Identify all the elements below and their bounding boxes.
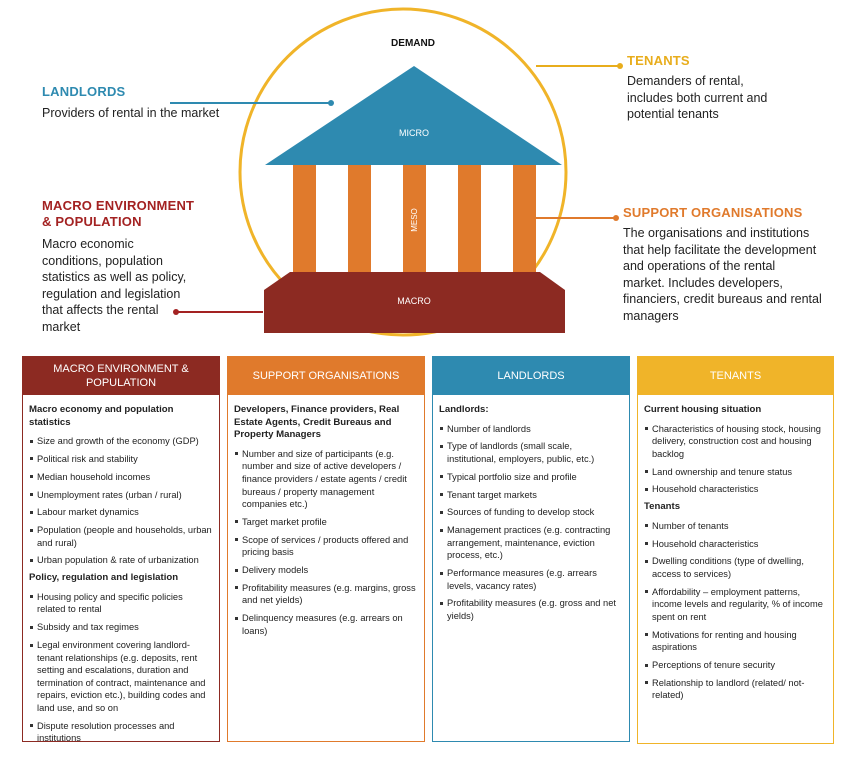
list-item: Dwelling conditions (type of dwelling, a… bbox=[644, 555, 827, 580]
list-item: Affordability – employment patterns, inc… bbox=[644, 586, 827, 624]
macro-economy-list: Size and growth of the economy (GDP) Pol… bbox=[29, 435, 213, 567]
tenants-subheading-housing: Current housing situation bbox=[644, 404, 762, 415]
list-item: Dispute resolution processes and institu… bbox=[29, 720, 213, 741]
pillar bbox=[293, 165, 316, 272]
list-item: Population (people and households, urban… bbox=[29, 524, 213, 549]
list-item: Profitability measures (e.g. margins, gr… bbox=[234, 582, 418, 607]
list-item: Number of landlords bbox=[439, 423, 623, 436]
macro-column: MACRO ENVIRONMENT & POPULATION Macro eco… bbox=[22, 356, 220, 742]
tenants-list: Number of tenants Household characterist… bbox=[644, 520, 827, 702]
macro-subheading-economy: Macro economy and population statistics bbox=[29, 404, 174, 428]
landlords-column-header: LANDLORDS bbox=[433, 357, 629, 395]
list-item: Type of landlords (small scale, institut… bbox=[439, 440, 623, 465]
macro-base bbox=[264, 272, 565, 333]
list-item: Scope of services / products offered and… bbox=[234, 534, 418, 559]
support-title: SUPPORT ORGANISATIONS bbox=[623, 205, 803, 220]
landlords-subheading: Landlords: bbox=[439, 404, 489, 415]
micro-roof bbox=[265, 66, 562, 165]
support-list: Number and size of participants (e.g. nu… bbox=[234, 448, 418, 638]
landlords-callout: LANDLORDS Providers of rental in the mar… bbox=[42, 84, 219, 122]
pillar bbox=[458, 165, 481, 272]
list-item: Number and size of participants (e.g. nu… bbox=[234, 448, 418, 511]
micro-label: MICRO bbox=[399, 128, 429, 138]
list-item: Motivations for renting and housing aspi… bbox=[644, 629, 827, 654]
list-item: Household characteristics bbox=[644, 483, 827, 496]
support-callout: SUPPORT ORGANISATIONS The organisations … bbox=[623, 205, 822, 324]
tenants-housing-list: Characteristics of housing stock, housin… bbox=[644, 423, 827, 496]
macro-title: MACRO ENVIRONMENT & POPULATION bbox=[42, 198, 195, 229]
macro-policy-list: Housing policy and specific policies rel… bbox=[29, 591, 213, 741]
landlords-list: Number of landlords Type of landlords (s… bbox=[439, 423, 623, 623]
list-item: Legal environment covering landlord-tena… bbox=[29, 639, 213, 715]
demand-label: DEMAND bbox=[391, 38, 435, 49]
macro-label: MACRO bbox=[397, 296, 431, 306]
list-item: Relationship to landlord (related/ not-r… bbox=[644, 677, 827, 702]
list-item: Sources of funding to develop stock bbox=[439, 506, 623, 519]
support-subheading: Developers, Finance providers, Real Esta… bbox=[234, 404, 400, 441]
tenants-column-header: TENANTS bbox=[638, 357, 833, 395]
tenants-description: Demanders of rental, includes both curre… bbox=[627, 74, 768, 121]
macro-description: Macro economic conditions, population st… bbox=[42, 237, 187, 334]
tenants-callout: TENANTS Demanders of rental, includes bo… bbox=[627, 53, 767, 123]
list-item: Target market profile bbox=[234, 516, 418, 529]
list-item: Delivery models bbox=[234, 564, 418, 577]
tenants-subheading-tenants: Tenants bbox=[644, 501, 681, 513]
list-item: Delinquency measures (e.g. arrears on lo… bbox=[234, 612, 418, 637]
support-column-header: SUPPORT ORGANISATIONS bbox=[228, 357, 424, 395]
macro-callout: MACRO ENVIRONMENT & POPULATION Macro eco… bbox=[42, 198, 194, 335]
list-item: Land ownership and tenure status bbox=[644, 466, 827, 479]
list-item: Household characteristics bbox=[644, 538, 827, 551]
landlords-title: LANDLORDS bbox=[42, 84, 126, 99]
list-item: Political risk and stability bbox=[29, 453, 213, 466]
pillar bbox=[513, 165, 536, 272]
macro-subheading-policy: Policy, regulation and legislation bbox=[29, 572, 179, 584]
list-item: Characteristics of housing stock, housin… bbox=[644, 423, 827, 461]
list-item: Labour market dynamics bbox=[29, 506, 213, 519]
list-item: Number of tenants bbox=[644, 520, 827, 533]
list-item: Management practices (e.g. contracting a… bbox=[439, 524, 623, 562]
pillar bbox=[403, 165, 426, 272]
pillar bbox=[348, 165, 371, 272]
list-item: Tenant target markets bbox=[439, 489, 623, 502]
support-description: The organisations and institutions that … bbox=[623, 226, 822, 323]
tenants-title: TENANTS bbox=[627, 53, 690, 68]
list-item: Perceptions of tenure security bbox=[644, 659, 827, 672]
list-item: Typical portfolio size and profile bbox=[439, 471, 623, 484]
list-item: Size and growth of the economy (GDP) bbox=[29, 435, 213, 448]
landlords-description: Providers of rental in the market bbox=[42, 106, 220, 120]
list-item: Housing policy and specific policies rel… bbox=[29, 591, 213, 616]
list-item: Urban population & rate of urbanization bbox=[29, 554, 213, 567]
support-column: SUPPORT ORGANISATIONS Developers, Financ… bbox=[227, 356, 425, 742]
list-item: Subsidy and tax regimes bbox=[29, 621, 213, 634]
macro-column-header: MACRO ENVIRONMENT & POPULATION bbox=[23, 357, 219, 395]
list-item: Profitability measures (e.g. gross and n… bbox=[439, 597, 623, 622]
list-item: Performance measures (e.g. arrears level… bbox=[439, 567, 623, 592]
list-item: Median household incomes bbox=[29, 471, 213, 484]
list-item: Unemployment rates (urban / rural) bbox=[29, 489, 213, 502]
tenants-column: TENANTS Current housing situation Charac… bbox=[637, 356, 834, 744]
landlords-column: LANDLORDS Landlords: Number of landlords… bbox=[432, 356, 630, 742]
meso-label: MESO bbox=[410, 208, 419, 232]
